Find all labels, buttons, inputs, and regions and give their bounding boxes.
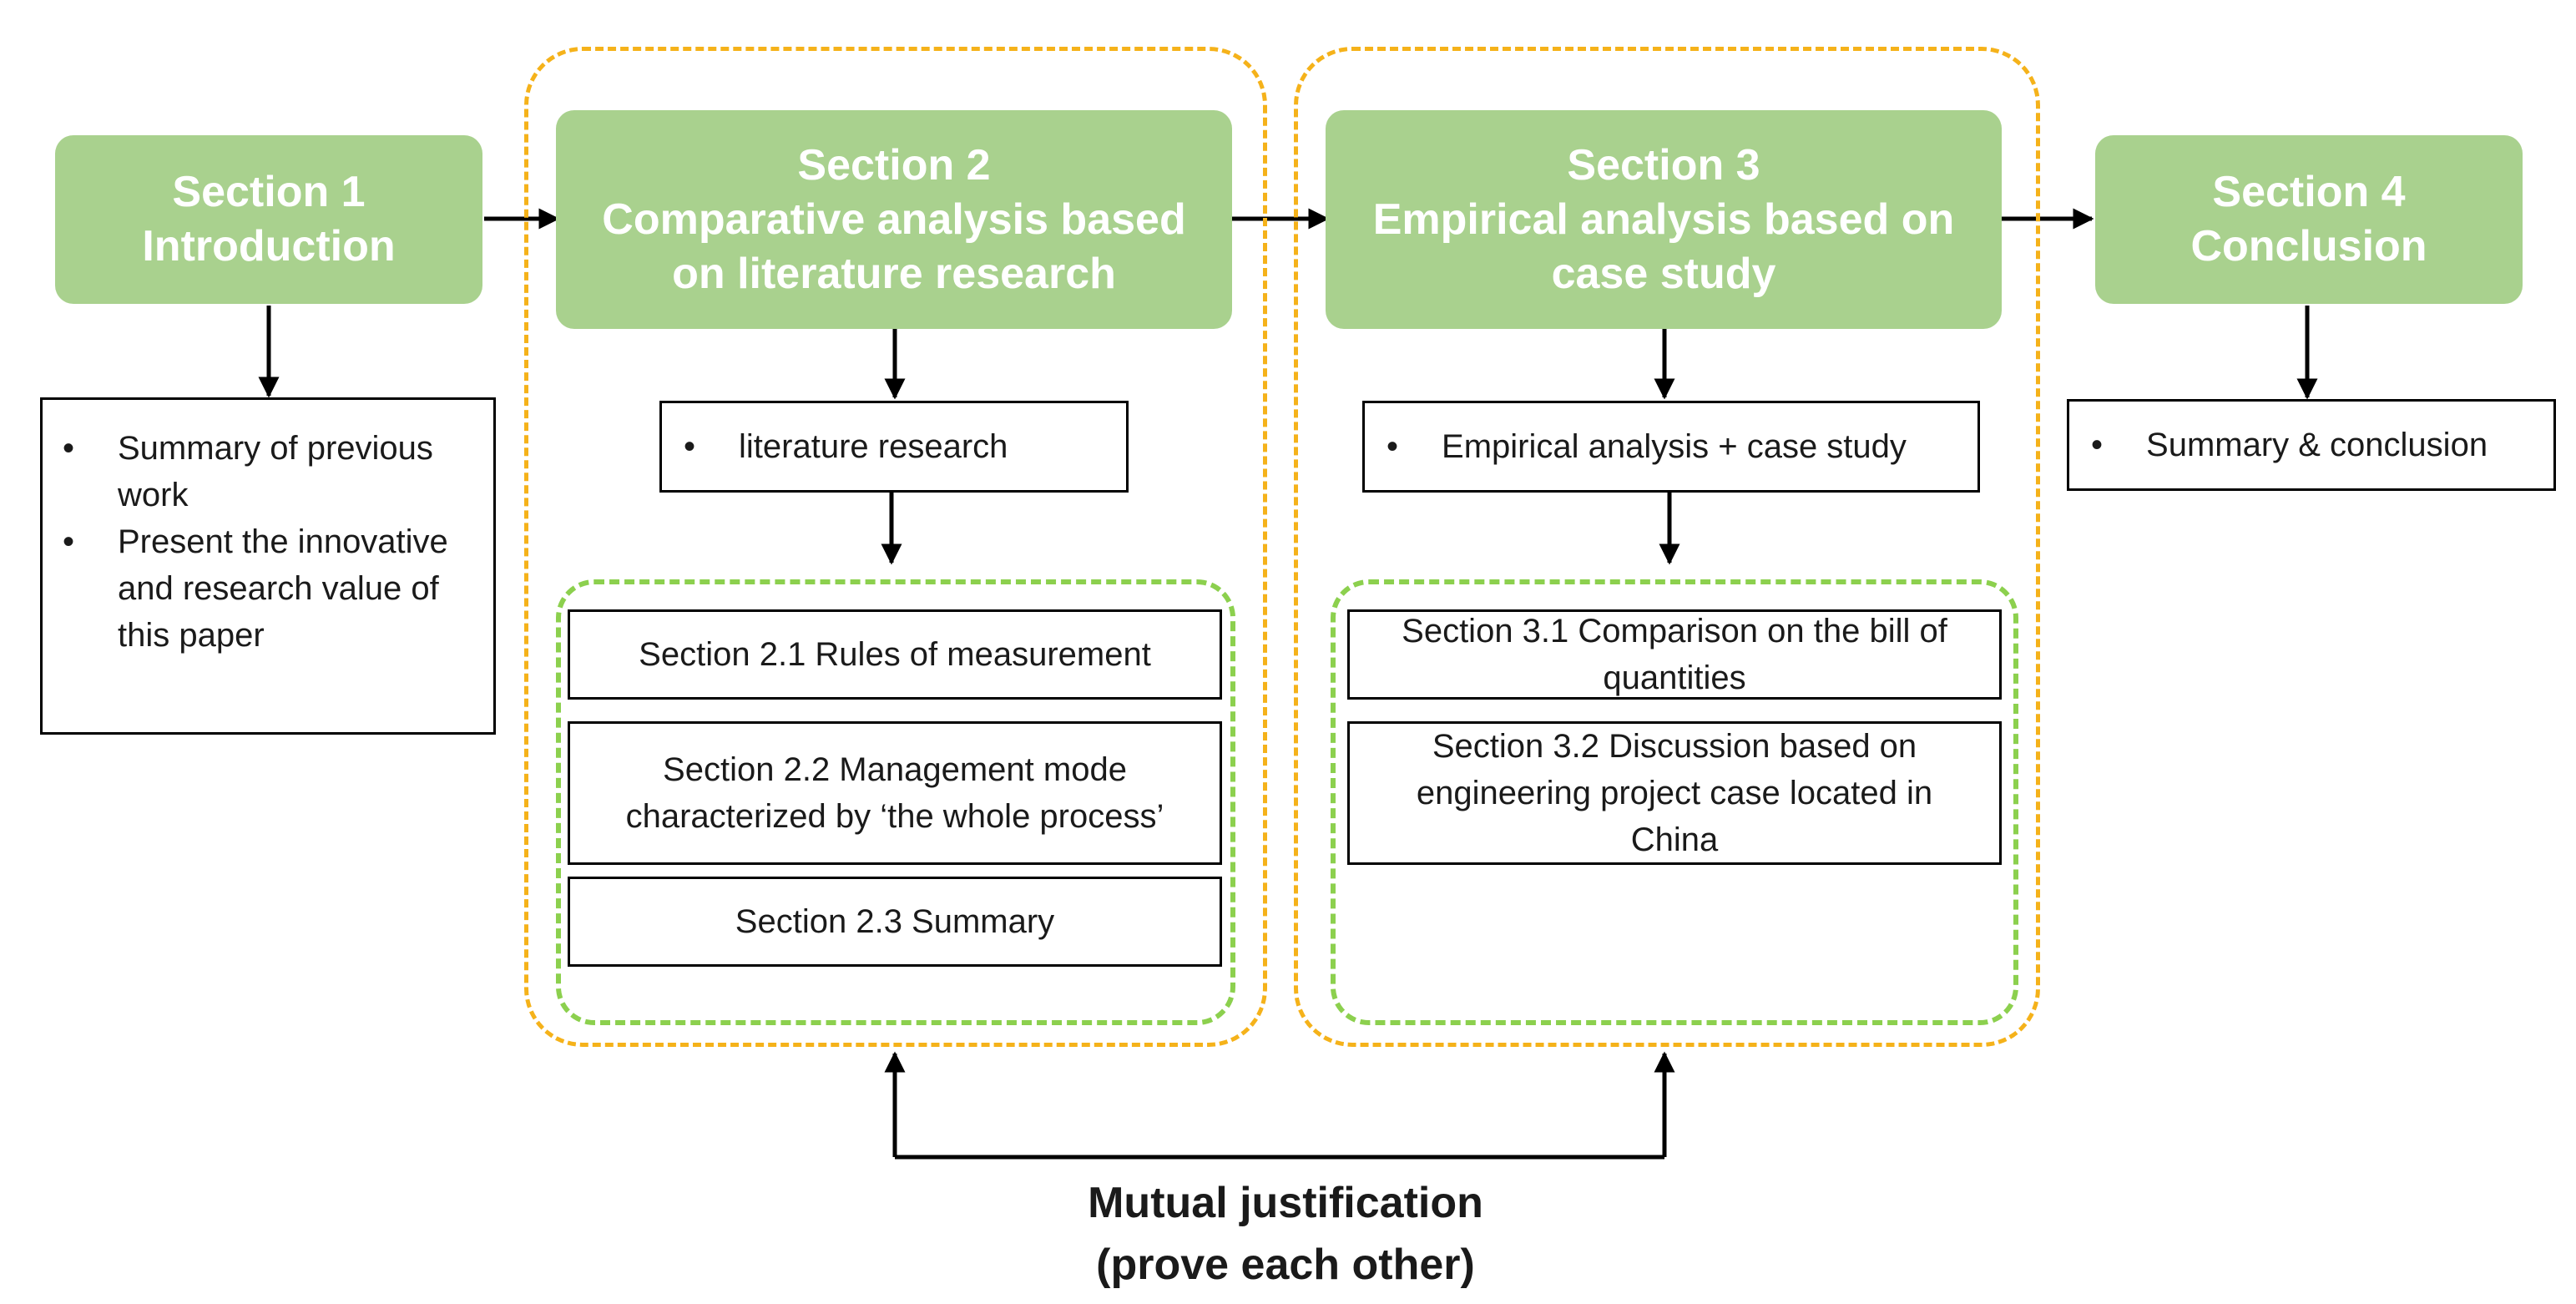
subsection-2-1: Section 2.1 Rules of measurement — [568, 609, 1222, 700]
section-1-title: Section 1 — [172, 168, 366, 216]
section-3-title: Section 3 — [1567, 140, 1760, 190]
section-4-subtitle: Conclusion — [2190, 222, 2427, 270]
caption-line1: Mutual justification — [1088, 1179, 1483, 1227]
section-1-bullets: •Summary of previous work •Present the i… — [40, 397, 496, 735]
subsection-2-2: Section 2.2 Management mode characterize… — [568, 721, 1222, 865]
subsection-3-2: Section 3.2 Discussion based on engineer… — [1347, 721, 2002, 865]
subsection-3-1: Section 3.1 Comparison on the bill of qu… — [1347, 609, 2002, 700]
section-4-title: Section 4 — [2212, 168, 2406, 216]
section-2-subsection-group — [556, 579, 1235, 1025]
section-4-method: • Summary & conclusion — [2067, 399, 2556, 491]
section-2-title: Section 2 — [797, 140, 991, 190]
section-3-subtitle-line2: case study — [1551, 249, 1776, 298]
section-2-method: • literature research — [659, 401, 1129, 493]
section-3-subsection-group — [1331, 579, 2018, 1025]
section-3-header: Section 3 Empirical analysis based on ca… — [1326, 110, 2002, 329]
section-1-subtitle: Introduction — [142, 222, 396, 270]
section-4-header: Section 4 Conclusion — [2095, 135, 2523, 304]
caption-line2: (prove each other) — [1096, 1241, 1475, 1289]
subsection-2-3: Section 2.3 Summary — [568, 877, 1222, 967]
section-2-subtitle-line2: on literature research — [672, 249, 1116, 298]
section-3-group — [1294, 47, 2040, 1047]
list-item: •Summary of previous work — [63, 430, 433, 513]
list-item: •Present the innovative and research val… — [63, 523, 448, 654]
section-3-subtitle-line1: Empirical analysis based on — [1372, 195, 1955, 244]
section-1-header: Section 1 Introduction — [55, 135, 482, 304]
mutual-justification-caption: Mutual justification (prove each other) — [751, 1172, 1820, 1296]
section-3-method: • Empirical analysis + case study — [1362, 401, 1980, 493]
section-2-header: Section 2 Comparative analysis based on … — [556, 110, 1232, 329]
section-2-subtitle-line1: Comparative analysis based — [602, 195, 1186, 244]
section-2-group — [524, 47, 1267, 1047]
